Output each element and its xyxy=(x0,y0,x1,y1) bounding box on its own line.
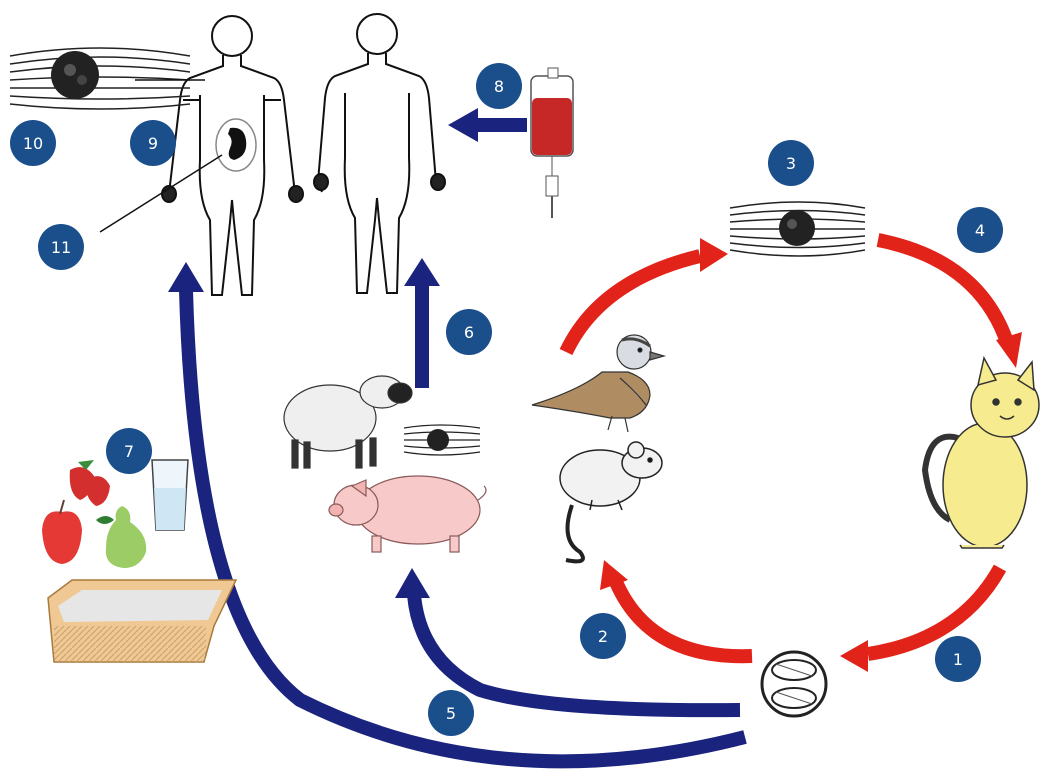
bird-icon xyxy=(531,334,667,433)
strawberries-icon xyxy=(69,460,110,506)
step-badge-11: 11 xyxy=(38,224,84,270)
litter-box-icon xyxy=(47,579,238,663)
kidney-icon xyxy=(215,118,257,172)
mouse-icon xyxy=(559,441,663,564)
step-badge-1: 1 xyxy=(935,636,981,682)
apple-icon xyxy=(42,499,82,564)
step-badge-2: 2 xyxy=(580,613,626,659)
step-badge-8: 8 xyxy=(476,63,522,109)
tissue-cyst-icon xyxy=(403,424,481,456)
step-badge-7: 7 xyxy=(106,428,152,474)
red-cycle-arrows xyxy=(559,233,1015,664)
oocyst-icon xyxy=(760,650,828,718)
arrow-oocyst-to-livestock-head xyxy=(395,568,430,598)
tissue-cyst-icon xyxy=(9,47,191,110)
pig-icon xyxy=(328,475,487,553)
step-badge-4: 4 xyxy=(957,207,1003,253)
human-figure-left xyxy=(161,15,304,296)
sheep-icon xyxy=(283,375,413,469)
pear-icon xyxy=(96,506,147,568)
step-badge-10: 10 xyxy=(10,120,56,166)
water-glass-icon xyxy=(151,459,189,531)
tissue-cyst-icon xyxy=(729,201,866,257)
pointer-line-11 xyxy=(99,154,223,233)
step-badge-5: 5 xyxy=(428,690,474,736)
iv-blood-bag-icon xyxy=(530,67,574,218)
step-badge-6: 6 xyxy=(446,309,492,355)
red-arrow-head-2 xyxy=(600,560,628,590)
arrow-transfusion xyxy=(448,108,527,142)
red-arrow-head-3 xyxy=(700,238,728,272)
step-badge-9: 9 xyxy=(130,120,176,166)
red-arrow-head-1 xyxy=(840,640,868,672)
arrow-oocyst-to-human xyxy=(179,289,747,769)
human-figure-right xyxy=(313,13,446,294)
red-arrow-head-4 xyxy=(996,332,1022,368)
arrow-oocyst-to-human-head xyxy=(168,262,204,292)
arrow-meat-to-human xyxy=(404,258,440,388)
arrow-oocyst-to-livestock xyxy=(407,594,741,718)
cat-icon xyxy=(921,355,1040,549)
step-badge-3: 3 xyxy=(768,140,814,186)
